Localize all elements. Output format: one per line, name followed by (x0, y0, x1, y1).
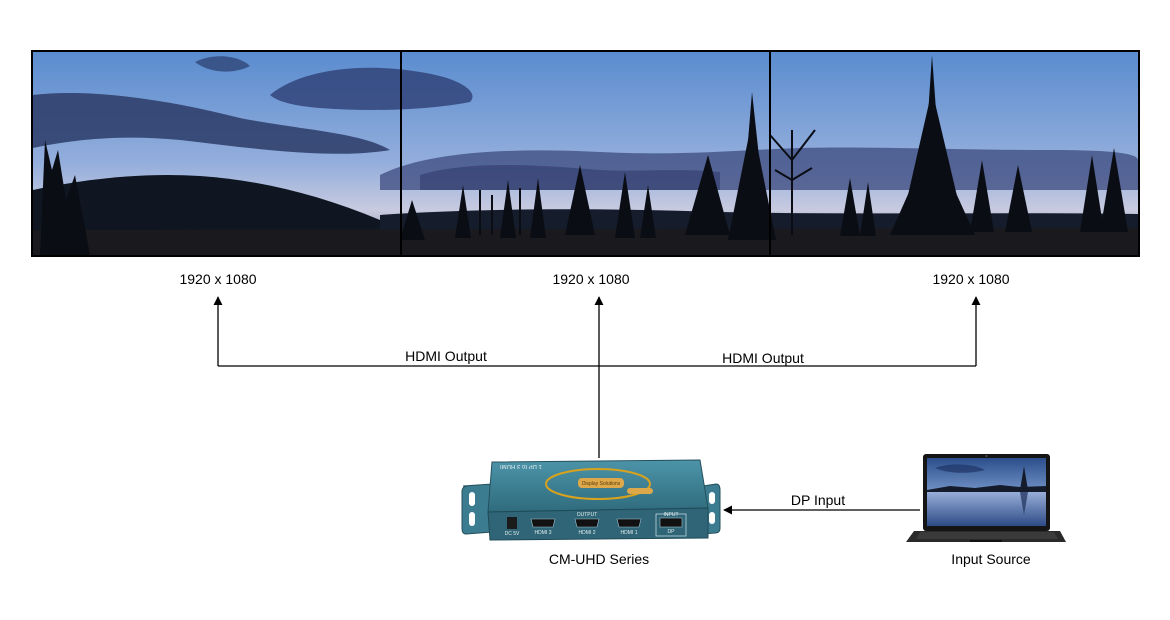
device-logo-swirl (545, 468, 651, 500)
power-label: DC 5V (504, 531, 520, 537)
port-label-hdmi-3: HDMI 3 (534, 530, 552, 536)
laptop-screen (927, 458, 1046, 526)
input-group-label: INPUT (663, 512, 679, 518)
panel-divider (769, 52, 771, 255)
cm-uhd-device (461, 459, 721, 541)
hdmi-output-lines (213, 296, 981, 458)
panel-1-resolution: 1920 x 1080 (179, 271, 257, 287)
panel-2-resolution: 1920 x 1080 (552, 271, 630, 287)
panel-divider (400, 52, 402, 255)
hdmi-ports (530, 517, 683, 528)
port-label-hdmi-1: HDMI 1 (620, 530, 638, 536)
dp-input-label: DP Input (790, 492, 846, 508)
input-source-label: Input Source (951, 551, 1031, 567)
panorama-image (33, 52, 1138, 255)
hdmi-output-label-right: HDMI Output (722, 350, 804, 366)
input-port-frame (655, 513, 687, 537)
panel-3-resolution: 1920 x 1080 (932, 271, 1010, 287)
output-group-label: OUTPUT (576, 512, 598, 518)
power-port (507, 517, 517, 529)
device-badge (578, 478, 624, 488)
laptop-input-source (906, 454, 1066, 542)
port-label-hdmi-2: HDMI 2 (578, 530, 596, 536)
port-label-dp: DP (667, 529, 675, 535)
video-wall (31, 50, 1140, 257)
device-badge-text: Display Solutions (581, 481, 621, 487)
hdmi-output-label-left: HDMI Output (405, 348, 487, 364)
device-name: CM-UHD Series (548, 551, 650, 567)
device-top-print: 1 DP to 3 HDMI (500, 463, 542, 469)
